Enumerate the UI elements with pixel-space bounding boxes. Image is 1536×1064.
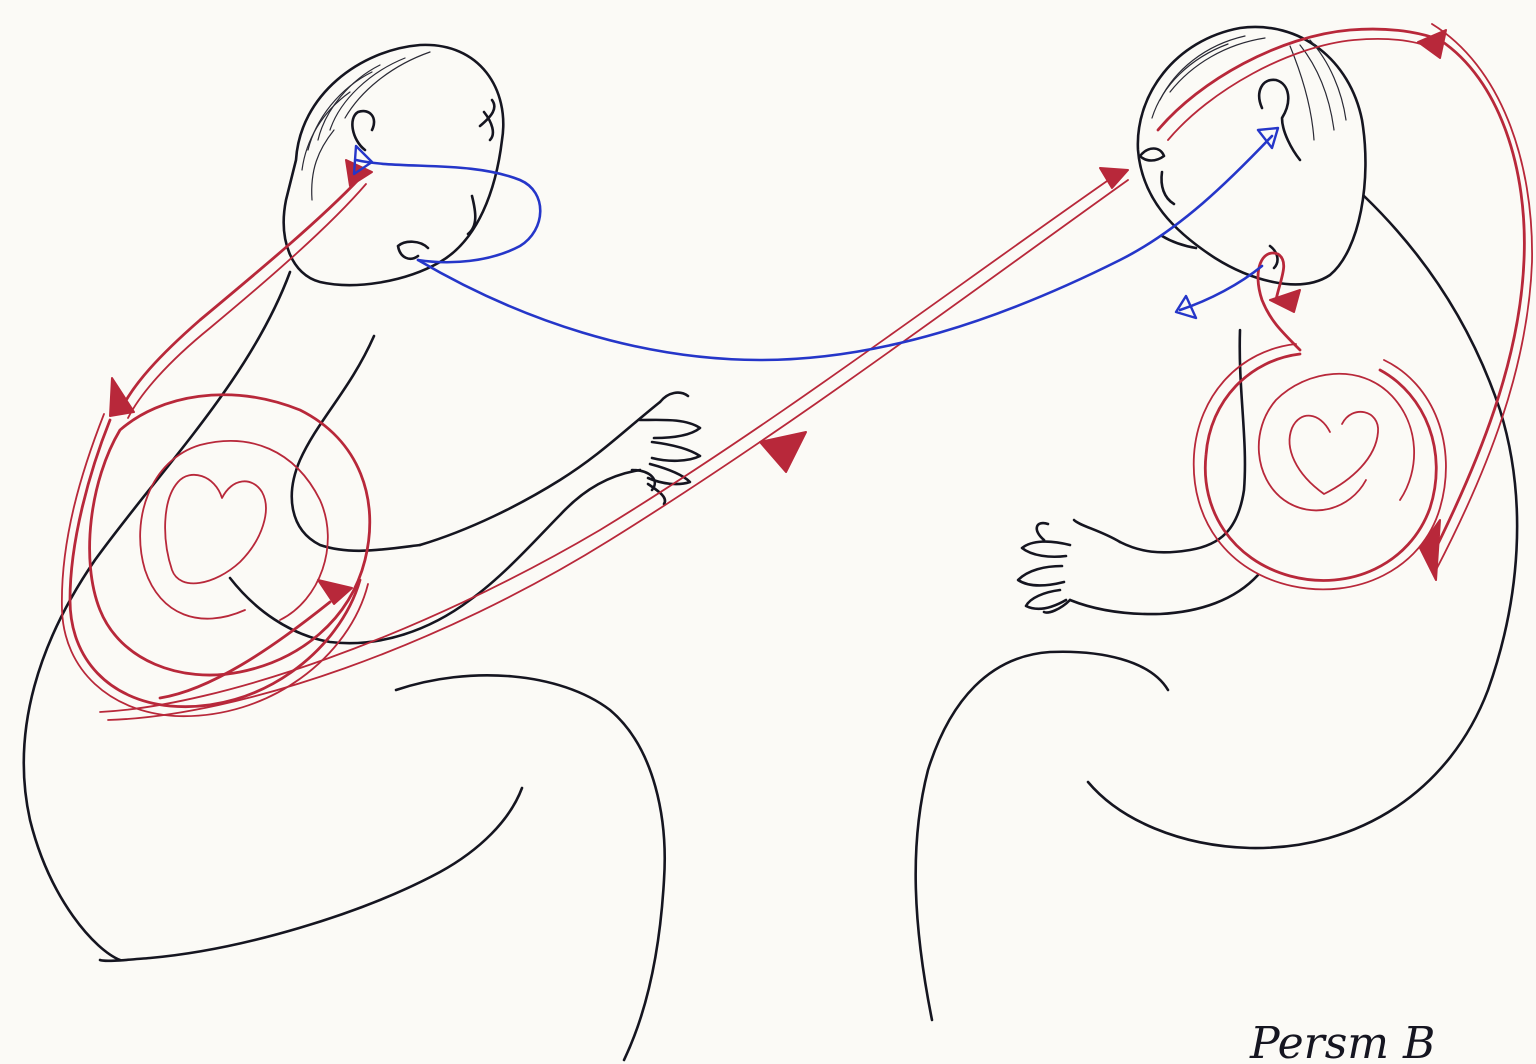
right-ear bbox=[1259, 80, 1300, 160]
right-nose bbox=[1162, 172, 1175, 204]
left-ear bbox=[352, 111, 374, 150]
right-hand bbox=[1018, 520, 1120, 613]
left-heart-spiral bbox=[62, 395, 370, 716]
right-back-line bbox=[1088, 196, 1517, 848]
right-eye bbox=[1140, 149, 1164, 161]
arrowhead-icon bbox=[1100, 168, 1128, 188]
arrowhead-icon bbox=[1420, 520, 1440, 580]
left-back-line bbox=[24, 272, 290, 960]
right-hair bbox=[1152, 36, 1346, 140]
left-lap bbox=[396, 675, 665, 1060]
heart-spiral-icon bbox=[165, 475, 266, 584]
caption-person-b: Persm B bbox=[1249, 1018, 1435, 1064]
left-hand bbox=[632, 393, 700, 504]
left-knee bbox=[100, 788, 522, 961]
right-heart-spiral bbox=[1194, 253, 1446, 589]
left-nose bbox=[468, 196, 475, 234]
left-to-right-red-path bbox=[100, 172, 1128, 720]
right-chest-line bbox=[1120, 330, 1245, 552]
arrowhead-icon bbox=[1270, 290, 1300, 312]
arrowhead-icon bbox=[110, 378, 134, 416]
blue-mouth-to-ear bbox=[418, 136, 1272, 360]
arrowhead-icon bbox=[1258, 128, 1278, 148]
left-figure bbox=[24, 45, 700, 1060]
right-figure bbox=[916, 27, 1517, 1020]
right-lap bbox=[916, 652, 1168, 1020]
right-arm bbox=[1070, 575, 1258, 614]
left-hair bbox=[302, 52, 430, 200]
red-arrowheads bbox=[110, 30, 1446, 604]
blue-right-mouth bbox=[1180, 266, 1262, 310]
left-eye bbox=[480, 100, 494, 140]
left-chest-line bbox=[292, 336, 420, 551]
blue-left-loop bbox=[356, 160, 540, 262]
left-mouth bbox=[398, 242, 428, 259]
